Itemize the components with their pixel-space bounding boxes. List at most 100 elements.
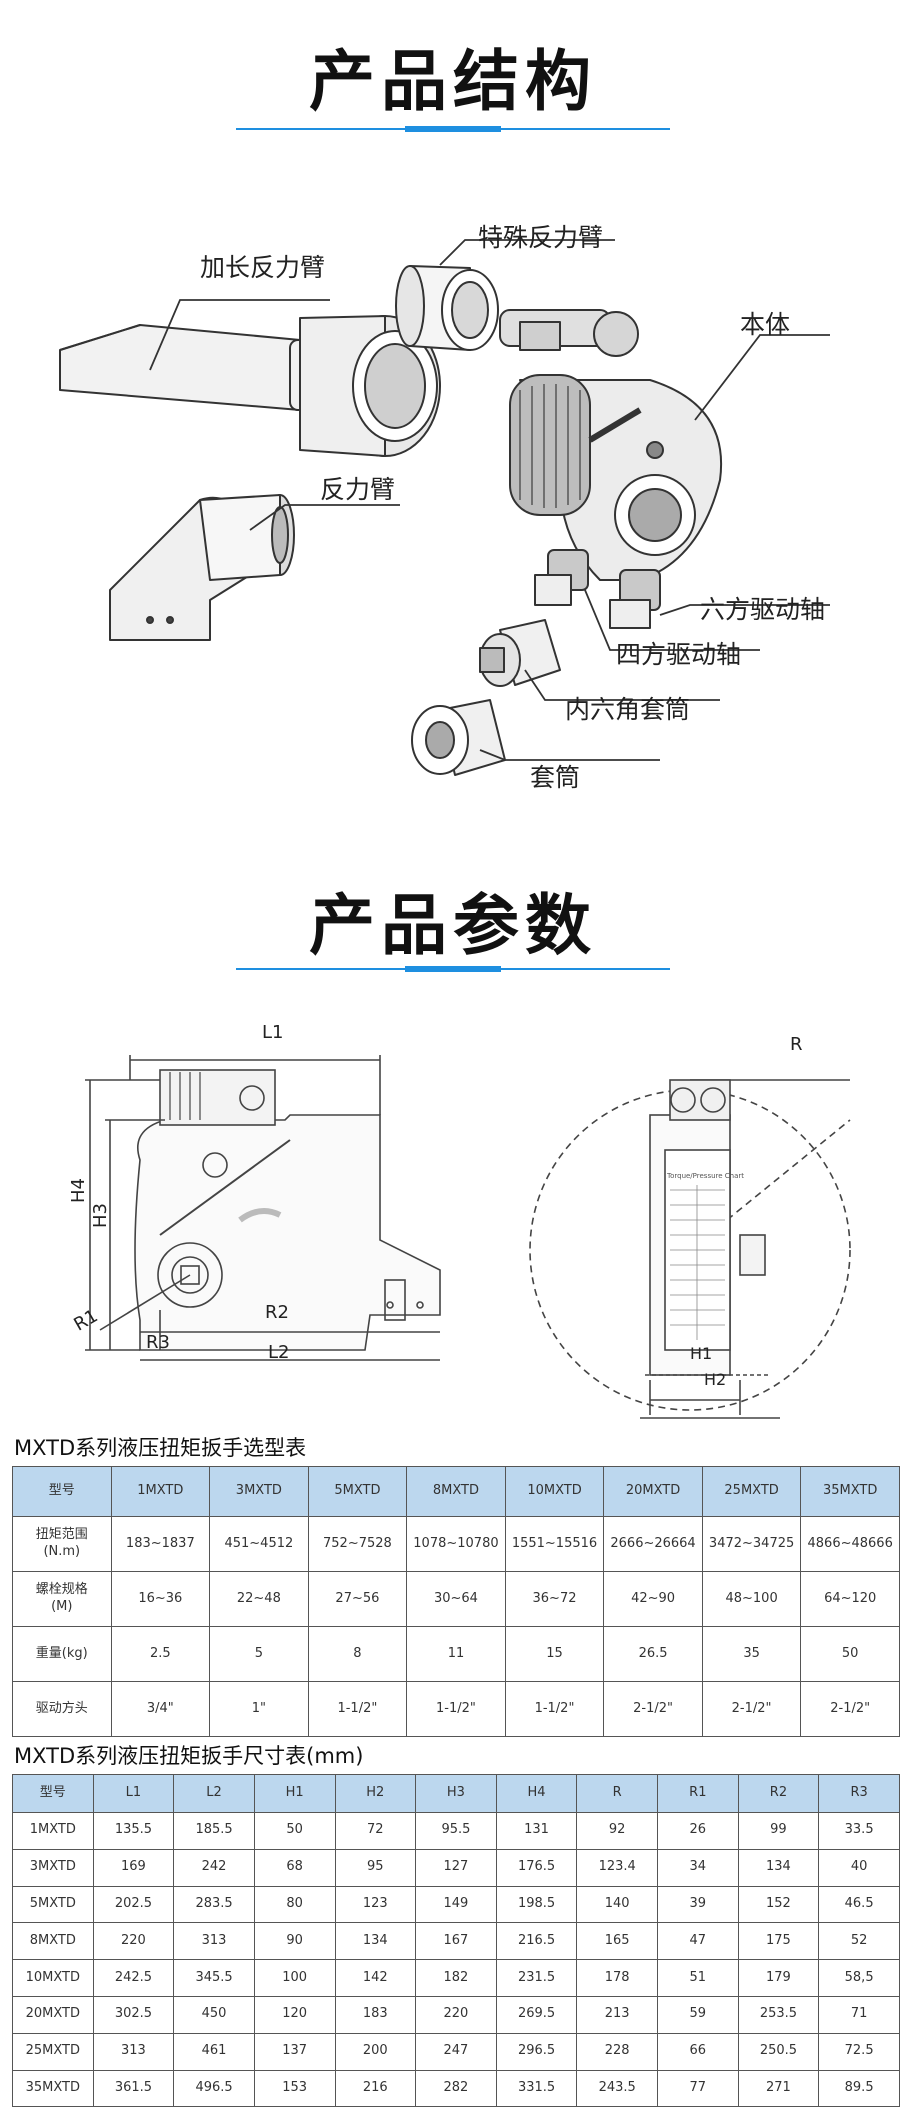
table-cell: 200 (334, 2032, 417, 2071)
table-cell: 2-1/2" (800, 1681, 900, 1737)
table-cell: 179 (737, 1959, 820, 1997)
table-cell: 77 (657, 2069, 739, 2108)
table-cell: 36~72 (504, 1571, 605, 1627)
table-cell: 271 (737, 2069, 820, 2108)
table-cell: 228 (576, 2032, 658, 2071)
table-cell: 2-1/2" (603, 1681, 703, 1737)
table-header-cell: 5MXTD (307, 1466, 408, 1517)
dim-r: R (790, 1034, 803, 1055)
table-cell: 80 (253, 1885, 336, 1924)
dim-l2: L2 (268, 1342, 290, 1363)
table-cell: 176.5 (495, 1848, 578, 1887)
table-cell: 驱动方头 (12, 1681, 112, 1737)
table-header-cell: H1 (253, 1774, 336, 1813)
label-extended-arm: 加长反力臂 (200, 253, 326, 282)
table-cell: 243.5 (576, 2069, 658, 2108)
table-cell: 269.5 (495, 1995, 578, 2034)
table-cell: 2-1/2" (701, 1681, 802, 1737)
table-cell: 142 (334, 1959, 417, 1997)
table-header-cell: L1 (92, 1774, 175, 1813)
table-header-cell: H4 (495, 1774, 578, 1813)
table-header-cell: H2 (334, 1774, 417, 1813)
label-special-arm: 特殊反力臂 (478, 223, 604, 252)
table-cell: 302.5 (92, 1995, 175, 2034)
table-cell: 1" (209, 1681, 309, 1737)
hex-drive-shaft-part (609, 569, 661, 629)
table-cell: 34 (657, 1848, 739, 1887)
table-cell: 22~48 (209, 1571, 309, 1627)
inner-hex-socket-part (479, 619, 561, 687)
table-cell: 52 (818, 1922, 900, 1961)
label-hex-shaft: 六方驱动轴 (700, 595, 826, 624)
table-cell: 26.5 (603, 1626, 703, 1682)
dim-l1: L1 (262, 1022, 284, 1043)
table-cell: 296.5 (495, 2032, 578, 2071)
label-socket: 套筒 (530, 763, 581, 792)
table-cell: 140 (576, 1885, 658, 1924)
table-cell: 175 (737, 1922, 820, 1961)
table-cell: 39 (657, 1885, 739, 1924)
table-cell: 27~56 (307, 1571, 408, 1627)
special-arm-part (395, 265, 499, 351)
table-header-cell: 型号 (12, 1774, 94, 1813)
table-header-cell: R1 (657, 1774, 739, 1813)
table-cell: 451~4512 (209, 1516, 309, 1572)
table-cell: 450 (173, 1995, 255, 2034)
table-cell: 26 (657, 1812, 739, 1850)
table-header-cell: 8MXTD (406, 1466, 506, 1517)
params-title: 产品参数 (309, 887, 597, 964)
table-cell: 15 (504, 1626, 605, 1682)
table-cell: 178 (576, 1959, 658, 1997)
label-square-shaft: 四方驱动轴 (616, 640, 742, 669)
table-cell: 42~90 (603, 1571, 703, 1627)
table-cell: 1MXTD (12, 1812, 94, 1850)
dim-h4: H4 (68, 1178, 89, 1203)
table-cell: 48~100 (701, 1571, 802, 1627)
table-cell: 40 (818, 1848, 900, 1887)
table-cell: 182 (415, 1959, 497, 1997)
table-cell: 202.5 (92, 1885, 175, 1924)
table-cell: 361.5 (92, 2069, 175, 2108)
table-header-cell: 35MXTD (800, 1466, 900, 1517)
table-cell: 3472~34725 (701, 1516, 802, 1572)
table-cell: 50 (800, 1626, 900, 1682)
table-cell: 90 (253, 1922, 336, 1961)
table-cell: 5MXTD (12, 1885, 94, 1924)
table-header-cell: 10MXTD (504, 1466, 605, 1517)
table-cell: 153 (253, 2069, 336, 2108)
table-cell: 59 (657, 1995, 739, 2034)
table-cell: 71 (818, 1995, 900, 2034)
table-cell: 10MXTD (12, 1959, 94, 1997)
table-cell: 1551~15516 (504, 1516, 605, 1572)
selection-table-title: MXTD系列液压扭矩扳手选型表 (14, 1436, 307, 1460)
table-cell: 58,5 (818, 1959, 900, 1997)
table-cell: 120 (253, 1995, 336, 2034)
table-cell: 149 (415, 1885, 497, 1924)
table-cell: 2666~26664 (603, 1516, 703, 1572)
table-cell: 35MXTD (12, 2069, 94, 2108)
table-cell: 216.5 (495, 1922, 578, 1961)
dimension-drawing (85, 1055, 851, 1419)
table-cell: 220 (415, 1995, 497, 2034)
label-reaction-arm: 反力臂 (320, 475, 396, 504)
pump-chart-plate: Torque/Pressure Chart (667, 1172, 745, 1180)
table-cell: 51 (657, 1959, 739, 1997)
dim-r3: R3 (146, 1332, 170, 1353)
table-cell: 螺栓规格 (M) (12, 1571, 112, 1627)
table-cell: 1-1/2" (504, 1681, 605, 1737)
table-cell: 47 (657, 1922, 739, 1961)
table-cell: 99 (737, 1812, 820, 1850)
table-cell: 5 (209, 1626, 309, 1682)
